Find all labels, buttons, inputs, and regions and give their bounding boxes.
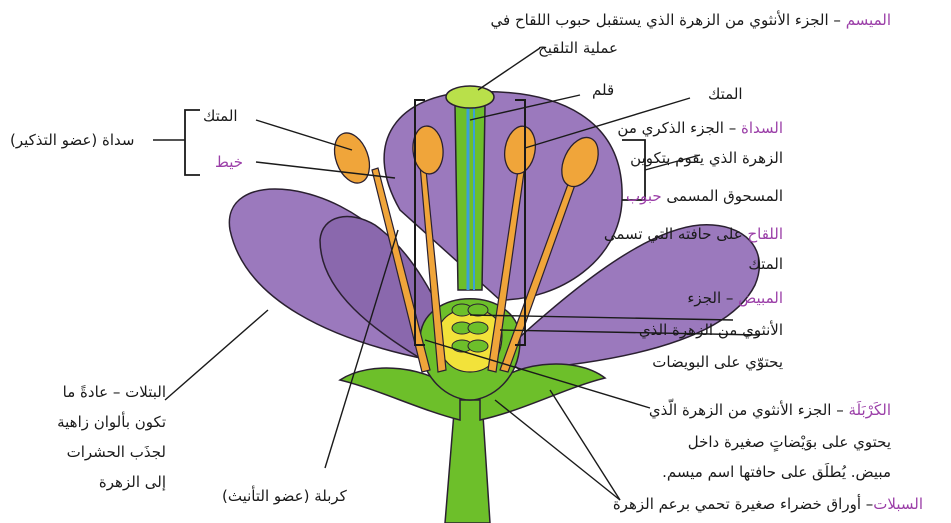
stigma-def-line2: عملية التلقيح — [538, 36, 618, 60]
petals-line1: البتلات – عادةً ما — [63, 380, 166, 404]
carpel-term: الكَرْبَلَة — [849, 401, 891, 419]
petals-line2: تكون بألوان زاهية — [57, 410, 166, 434]
ovary-def-line3: يحتوّي على البويضات — [652, 350, 783, 374]
sepals-def: – أوراق خضراء صغيرة تحمي برعم الزهرة — [613, 495, 873, 513]
stamen-def-line4: اللقاح على حافته التي تسمى — [604, 222, 783, 246]
ovary-def: – الجزء — [687, 289, 738, 307]
petals-line4: إلى الزهرة — [99, 470, 166, 494]
stamen-def-line2: الزهرة الذي يقوم بتكوين — [630, 146, 783, 170]
carpel-def-line2: يحتوي على بوَيْضاتٍ صغيرة داخل — [688, 430, 891, 454]
carpel-def-line3: مبيض. يُطلَق على حافتها اسم ميسم. — [662, 460, 891, 484]
stamen-def: – الجزء الذكري من — [617, 119, 741, 137]
carpel-def-line1: الكَرْبَلَة – الجزء الأنثوي من الزهرة ال… — [649, 398, 891, 422]
stigma-def: – الجزء الأنثوي من الزهرة الذي يستقبل حب… — [491, 11, 846, 29]
petals-line3: لجذَب الحشرات — [67, 440, 166, 464]
stamen-def-line3: المسحوق المسمى حبوب — [626, 184, 783, 208]
stamen-def-line1: السداة – الجزء الذكري من — [617, 116, 783, 140]
stamen-bracket-left — [185, 110, 200, 175]
ovary-def-line2: الأنثوي من الزهرة الذي — [639, 318, 783, 342]
sepals-term: السبلات — [873, 495, 923, 513]
ovary-def-line1: المبيض – الجزء — [687, 286, 783, 310]
stigma-label: الميسم – الجزء الأنثوي من الزهرة الذي يس… — [491, 8, 891, 32]
stamen-def-line4-text: على حافته التي تسمى — [604, 225, 748, 243]
pollen-term-2: اللقاح — [747, 225, 783, 243]
filament-label: خيط — [215, 150, 243, 174]
stigma-term: الميسم — [846, 11, 891, 29]
sepals-label: السبلات– أوراق خضراء صغيرة تحمي برعم الز… — [613, 492, 923, 516]
anther-top-label: المتك — [708, 82, 743, 106]
ovules — [452, 304, 488, 352]
carpel-def: – الجزء الأنثوي من الزهرة الّذي — [649, 401, 849, 419]
stamen-def-line5: المتك — [748, 252, 783, 276]
carpel-left-label: كربلة (عضو التأنيث) — [222, 484, 347, 508]
left-anther-label: المتك — [203, 104, 238, 128]
stamen-left-label: سداة (عضو التذكير) — [10, 128, 135, 152]
style-label: قلم — [592, 78, 614, 102]
stigma — [446, 86, 494, 108]
stamen-term: السداة — [741, 119, 783, 137]
style — [455, 105, 485, 290]
stamen-def-line3-text: المسحوق المسمى — [662, 187, 783, 205]
pollen-term: حبوب — [626, 187, 662, 205]
ovary-term: المبيض — [738, 289, 783, 307]
